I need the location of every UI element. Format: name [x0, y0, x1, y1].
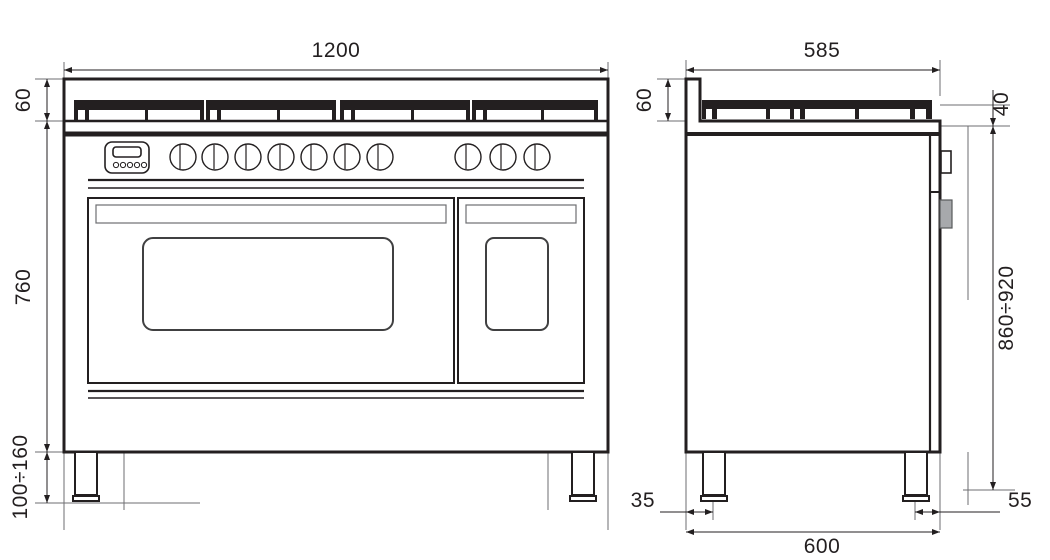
- leg: [569, 451, 597, 502]
- secondary-oven-handle[interactable]: [465, 204, 577, 224]
- control-knob[interactable]: [267, 143, 295, 171]
- control-panel: [104, 141, 551, 174]
- control-knob[interactable]: [333, 143, 361, 171]
- dimension-body-760: 760: [12, 121, 50, 452]
- dimension-rear-offset-40: 40: [990, 90, 1013, 126]
- control-knob[interactable]: [300, 143, 328, 171]
- dimension-rear-offset-55: 55: [915, 489, 1032, 515]
- dimension-label-40: 40: [990, 92, 1013, 116]
- grate-section: [472, 100, 598, 120]
- knob-bank-right[interactable]: [454, 143, 551, 171]
- dimension-height-860-920: 860÷920: [990, 126, 1018, 490]
- dimension-label-60-side: 60: [633, 88, 656, 112]
- grate-section: [206, 100, 336, 120]
- control-knob[interactable]: [234, 143, 262, 171]
- dimension-label-35: 35: [631, 489, 655, 512]
- dimension-label-60-front: 60: [12, 88, 35, 112]
- side-view: 585 60 40 860÷920: [631, 39, 1032, 558]
- grate-section: [340, 100, 470, 120]
- dimension-depth-585: 585: [686, 39, 940, 73]
- grate-section: [74, 100, 204, 120]
- dimension-label-55: 55: [1008, 489, 1032, 512]
- dimension-leg-span-600: 600: [686, 529, 940, 558]
- control-knob[interactable]: [454, 143, 482, 171]
- dimension-label-1200: 1200: [312, 39, 361, 62]
- control-knob[interactable]: [489, 143, 517, 171]
- main-oven-door[interactable]: [87, 197, 455, 384]
- front-view: 1200 60 760 100÷160: [9, 39, 610, 530]
- cooktop-grates: [74, 100, 598, 120]
- timer-buttons[interactable]: [112, 161, 148, 169]
- door-handle[interactable]: [939, 199, 953, 229]
- knob-bank-left[interactable]: [169, 143, 394, 171]
- control-knob[interactable]: [366, 143, 394, 171]
- side-legs: [700, 451, 930, 502]
- secondary-oven-door[interactable]: [457, 197, 585, 384]
- dimension-backsplash-60-side: 60: [633, 79, 671, 121]
- front-legs: [72, 451, 597, 502]
- electronic-timer[interactable]: [104, 141, 150, 174]
- leg: [902, 451, 930, 502]
- dimension-front-offset-35: 35: [631, 489, 713, 515]
- secondary-oven-window: [485, 237, 549, 331]
- dimension-backsplash-60: 60: [12, 79, 50, 121]
- dimension-width-1200: 1200: [64, 39, 608, 73]
- dimension-label-100-160: 100÷160: [9, 434, 32, 519]
- timer-screen: [112, 146, 142, 158]
- dimension-label-860-920: 860÷920: [995, 265, 1018, 350]
- control-knob[interactable]: [201, 143, 229, 171]
- leg: [72, 451, 100, 502]
- dimension-label-760: 760: [12, 269, 35, 306]
- leg: [700, 451, 728, 502]
- dimension-label-585: 585: [804, 39, 841, 62]
- side-grate-profile: [702, 100, 932, 119]
- control-knob[interactable]: [169, 143, 197, 171]
- control-knob[interactable]: [523, 143, 551, 171]
- dimension-legs-100-160: 100÷160: [9, 434, 50, 520]
- main-oven-handle[interactable]: [95, 204, 447, 224]
- dimension-label-600: 600: [804, 535, 841, 558]
- main-oven-window: [142, 237, 394, 331]
- door-latch[interactable]: [940, 150, 952, 174]
